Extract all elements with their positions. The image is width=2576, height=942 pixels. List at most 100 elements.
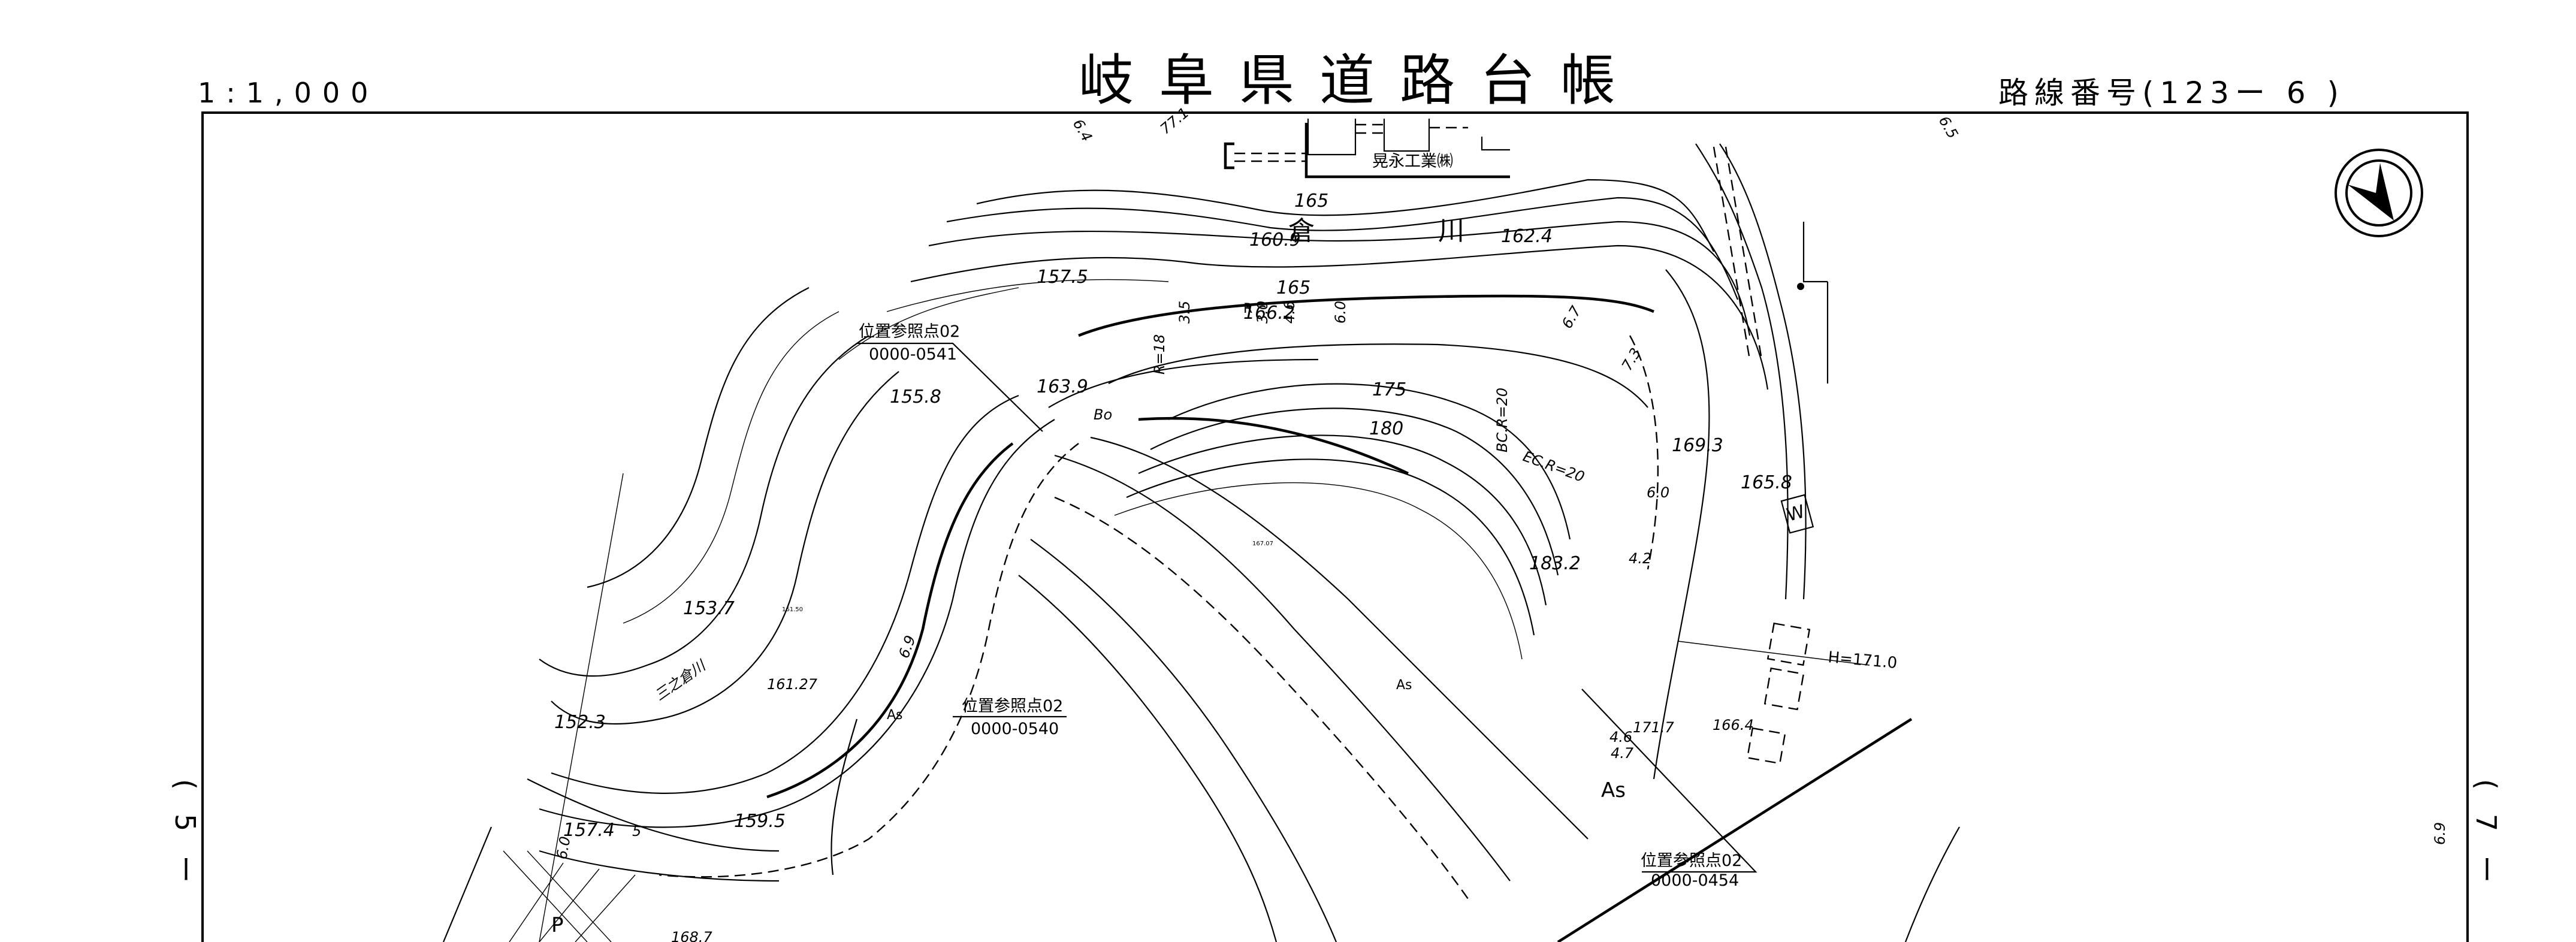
marker-label: R <box>1243 301 1252 316</box>
map-line <box>1114 482 1523 660</box>
map-line <box>831 718 858 875</box>
map-line <box>1629 335 1659 570</box>
dimension-label: R=18 <box>1151 334 1168 375</box>
map-line <box>539 335 869 677</box>
map-line <box>928 221 1751 336</box>
dimension-label: 4.6 <box>1281 301 1298 324</box>
map-line <box>1138 434 1547 606</box>
map-line <box>509 862 564 942</box>
map-line <box>1224 142 1234 170</box>
elevation-label: 152.3 <box>554 712 606 733</box>
map-line <box>503 850 588 942</box>
map-line <box>1150 407 1559 576</box>
dimension-label: 4.7 <box>1611 745 1634 762</box>
map-line <box>1677 641 1870 666</box>
marker-label: 167.07 <box>1252 541 1273 547</box>
reference-point-code: 0000-0540 <box>971 720 1059 738</box>
map-line <box>442 826 493 942</box>
dimension-label: 6.9 <box>2432 822 2448 845</box>
route-number: 路線番号(123ー 6 ) <box>1998 76 2345 110</box>
map-line <box>910 244 1769 390</box>
map-line <box>1307 119 1357 156</box>
road-west-curve <box>539 394 1079 878</box>
map-line <box>1653 269 1710 780</box>
map-line <box>976 179 1714 252</box>
map-line <box>527 850 612 942</box>
map-line <box>1780 494 1814 534</box>
elevation-label: 183.2 <box>1529 553 1581 574</box>
map-line <box>1719 143 1807 600</box>
river-contours <box>838 143 1807 600</box>
reference-point-title: 位置参照点02 <box>962 697 1063 715</box>
company-label: 晃永工業㈱ <box>1372 152 1453 171</box>
dimension-label: 6.5 <box>1935 113 1961 141</box>
boundary-line <box>1557 718 1913 942</box>
reference-point-0541: 位置参照点02 0000-0541 <box>859 322 960 364</box>
elevation-label: 155.8 <box>890 387 941 407</box>
elevation-label: 171.7 <box>1633 719 1674 736</box>
elevation-label: 166.4 <box>1713 717 1754 733</box>
reference-point-code: 0000-0454 <box>1651 871 1739 890</box>
map-line <box>2345 159 2412 227</box>
elevation-label: 157.4 <box>563 820 615 841</box>
map-line <box>1763 667 1805 711</box>
dimension-label: 5 <box>632 823 641 840</box>
map-line <box>1108 343 1648 408</box>
map-line <box>1581 689 1757 873</box>
map-line <box>1138 416 1409 475</box>
elevation-label: 159.5 <box>734 811 786 832</box>
slope-bands <box>1018 416 1589 942</box>
map-line <box>1904 826 1960 942</box>
map-line <box>539 473 624 942</box>
road-upper <box>1048 269 1710 780</box>
map-line <box>659 443 1079 878</box>
map-line <box>539 868 600 942</box>
map-line <box>1168 383 1571 540</box>
map-line <box>946 197 1739 300</box>
west-river-contours <box>527 287 899 942</box>
river-name-label: 川 <box>1438 216 1464 246</box>
map-line <box>1746 727 1786 765</box>
reference-point-code: 0000-0541 <box>869 345 957 364</box>
elevation-label: 162.4 <box>1501 226 1553 247</box>
map-line <box>1090 436 1589 840</box>
map-line <box>1383 119 1430 152</box>
dimension-label: 7.3 <box>1618 345 1644 373</box>
dimension-label: 3.5 <box>1176 301 1193 324</box>
map-line <box>551 371 899 725</box>
reference-point-title: 位置参照点02 <box>859 322 960 341</box>
road-surface-label: As <box>887 708 903 723</box>
map-line <box>2335 149 2423 237</box>
dimension-label: 6.0 <box>1332 301 1349 324</box>
map-line <box>587 287 810 588</box>
map-line <box>551 394 1019 794</box>
map-line <box>1030 539 1337 942</box>
map-line <box>1802 222 1829 384</box>
north-arrow-icon <box>2335 149 2423 237</box>
dashed-structures <box>1746 494 1814 765</box>
pavement-label: P <box>551 913 564 937</box>
elevation-label: 165.8 <box>1741 472 1792 493</box>
elevation-label: 153.7 <box>683 598 735 619</box>
map-line <box>539 419 1055 828</box>
dimension-label: 4.6 <box>1609 729 1632 745</box>
elevation-label: 175 <box>1372 379 1406 400</box>
marker-label: Bo <box>1094 406 1112 423</box>
map-line <box>1078 294 1654 337</box>
page-title: 岐阜県道路台帳 <box>1079 49 1641 113</box>
reference-point-0540: 位置参照点02 0000-0540 <box>962 697 1063 738</box>
elevation-label: 166.2 <box>1243 303 1295 324</box>
marker-label: 161.50 <box>782 606 803 613</box>
map-line <box>1018 575 1278 942</box>
map-line <box>1304 123 1510 179</box>
dimension-label: 6.0 <box>1647 484 1669 501</box>
dimension-label: 77.1 <box>1157 104 1192 138</box>
river-name-label: 三之倉川 <box>651 656 709 704</box>
map-line <box>527 778 780 852</box>
map-line <box>1695 143 1789 600</box>
elevation-label: 165 <box>1276 277 1310 298</box>
map-line <box>575 874 636 942</box>
map-line <box>886 279 1169 312</box>
map-line <box>1713 146 1751 360</box>
